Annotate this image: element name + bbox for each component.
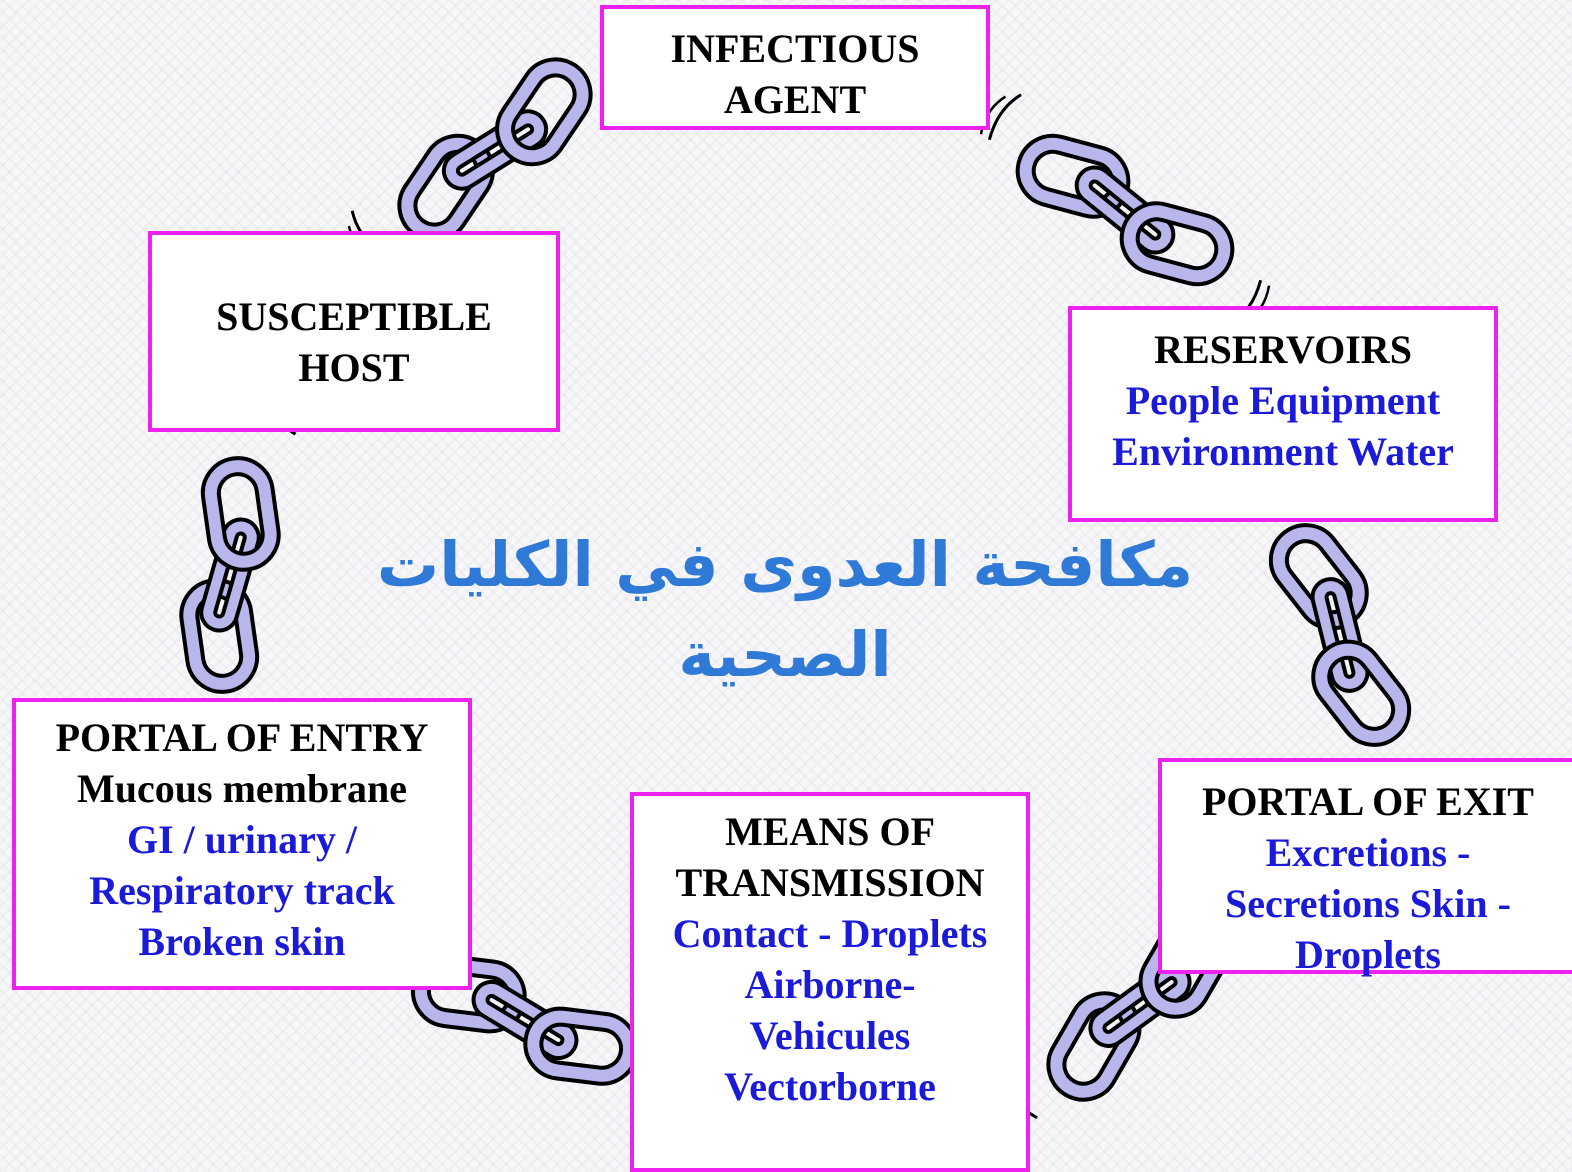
portal-of-exit-detail-line-2: Secretions Skin - <box>1225 881 1511 926</box>
chain-link-icon <box>350 40 640 260</box>
reservoirs-box: RESERVOIRS People Equipment Environment … <box>1068 306 1498 522</box>
portal-of-entry-detail-line-2: Respiratory track <box>89 868 395 913</box>
reservoirs-title: RESERVOIRS <box>1154 327 1412 372</box>
reservoirs-detail-line-1: People Equipment <box>1125 378 1441 423</box>
susceptible-host-title-line-2: HOST <box>298 345 410 390</box>
means-of-transmission-title-line-1: MEANS OF <box>725 809 935 854</box>
portal-of-entry-detail-line-3: Broken skin <box>138 919 346 964</box>
infectious-agent-box: INFECTIOUS AGENT <box>600 5 990 130</box>
reservoirs-detail-line-2: Environment Water <box>1112 429 1454 474</box>
means-of-transmission-detail-line-1: Contact - Droplets <box>672 911 988 956</box>
susceptible-host-box: SUSCEPTIBLE HOST <box>148 231 560 432</box>
means-of-transmission-detail-line-4: Vectorborne <box>724 1064 936 1109</box>
portal-of-entry-title: PORTAL OF ENTRY <box>55 715 429 760</box>
infectious-agent-title-line-2: AGENT <box>723 77 867 122</box>
chain-link-icon <box>985 95 1265 325</box>
portal-of-exit-detail-line-3: Droplets <box>1295 932 1441 977</box>
portal-of-exit-title: PORTAL OF EXIT <box>1202 779 1534 824</box>
portal-of-entry-subtitle: Mucous membrane <box>77 766 407 811</box>
means-of-transmission-detail-line-3: Vehicules <box>749 1013 911 1058</box>
portal-of-entry-detail-line-1: GI / urinary / <box>126 817 358 862</box>
means-of-transmission-detail-line-2: Airborne- <box>744 962 916 1007</box>
portal-of-exit-detail-line-1: Excretions - <box>1265 830 1471 875</box>
center-title: مكافحة العدوى في الكليات الصحية <box>376 528 1194 691</box>
portal-of-exit-box: PORTAL OF EXIT Excretions - Secretions S… <box>1158 758 1572 977</box>
portal-of-entry-box: PORTAL OF ENTRY Mucous membrane GI / uri… <box>12 698 472 990</box>
susceptible-host-title-line-1: SUSCEPTIBLE <box>216 294 492 339</box>
means-of-transmission-box: MEANS OF TRANSMISSION Contact - Droplets… <box>630 792 1030 1172</box>
infectious-agent-title-line-1: INFECTIOUS <box>670 26 920 71</box>
means-of-transmission-title-line-2: TRANSMISSION <box>675 860 985 905</box>
